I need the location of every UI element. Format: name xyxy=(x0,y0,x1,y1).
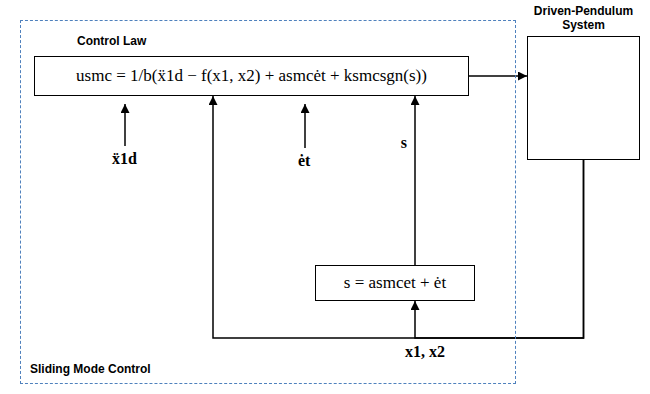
block-outline xyxy=(527,36,640,160)
signal-connector xyxy=(469,75,527,77)
control-law-box: Control Law usmc = 1/b(ẍ1d − f(x1, x2) + … xyxy=(34,34,469,96)
sliding-surface-box: s = asmcet + ėt xyxy=(315,265,475,301)
reference-signal: ẍ1d xyxy=(110,150,139,168)
block-outline: usmc = 1/b(ẍ1d − f(x1, x2) + asmcėt + ks… xyxy=(34,56,469,96)
signal-label: x1, x2 xyxy=(403,343,447,361)
error-derivative-signal: ėt xyxy=(296,152,312,170)
input-arrow xyxy=(124,104,126,146)
signal-connector xyxy=(414,96,416,265)
region-title: Sliding Mode Control xyxy=(30,362,515,376)
input-arrow xyxy=(304,104,306,148)
equation-text: usmc = 1/b(ẍ1d − f(x1, x2) + asmcėt + ks… xyxy=(76,66,427,86)
heading-text: Driven-Pendulum System xyxy=(527,4,640,32)
heading-text: Control Law xyxy=(77,34,469,50)
plant-box: Driven-Pendulum System xyxy=(527,4,640,160)
controller-region: Sliding Mode Control Control Law usmc = 1/… xyxy=(20,20,516,384)
equation-text: s = asmcet + ėt xyxy=(344,273,446,293)
signal-connector xyxy=(415,160,584,338)
signal-label: s xyxy=(399,134,409,152)
